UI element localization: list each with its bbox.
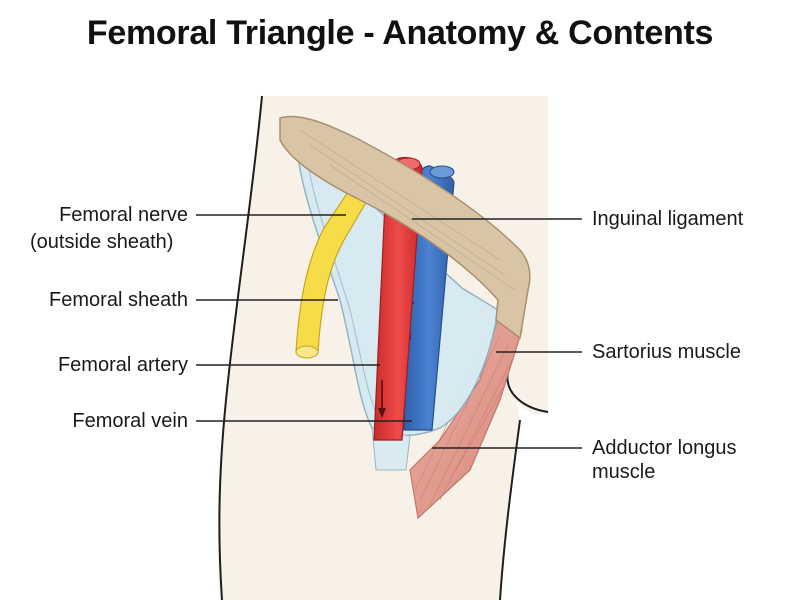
femoral-sheath-inner-edge bbox=[305, 149, 381, 421]
inguinal-ligament bbox=[279, 115, 531, 340]
label-femoral-sheath: Femoral sheath bbox=[49, 289, 188, 311]
artery-flow-arrowhead bbox=[378, 408, 386, 418]
leader-lines bbox=[196, 214, 582, 449]
label-sartorius-muscle: Sartorius muscle bbox=[592, 341, 741, 363]
ligament-fibers bbox=[299, 129, 516, 291]
label-inguinal-ligament: Inguinal ligament bbox=[592, 208, 744, 230]
thigh-left-edge bbox=[218, 95, 263, 600]
label-femoral-nerve-note: (outside sheath) bbox=[30, 231, 174, 253]
femoral-nerve-end bbox=[295, 345, 319, 359]
femoral-vein-opening bbox=[429, 165, 455, 179]
label-adductor-longus: Adductor longus muscle bbox=[592, 437, 737, 483]
label-femoral-artery: Femoral artery bbox=[57, 354, 188, 376]
page-title: Femoral Triangle - Anatomy & Contents bbox=[86, 14, 714, 52]
label-femoral-nerve: Femoral nerve bbox=[59, 204, 188, 226]
label-femoral-vein: Femoral vein bbox=[72, 410, 188, 432]
